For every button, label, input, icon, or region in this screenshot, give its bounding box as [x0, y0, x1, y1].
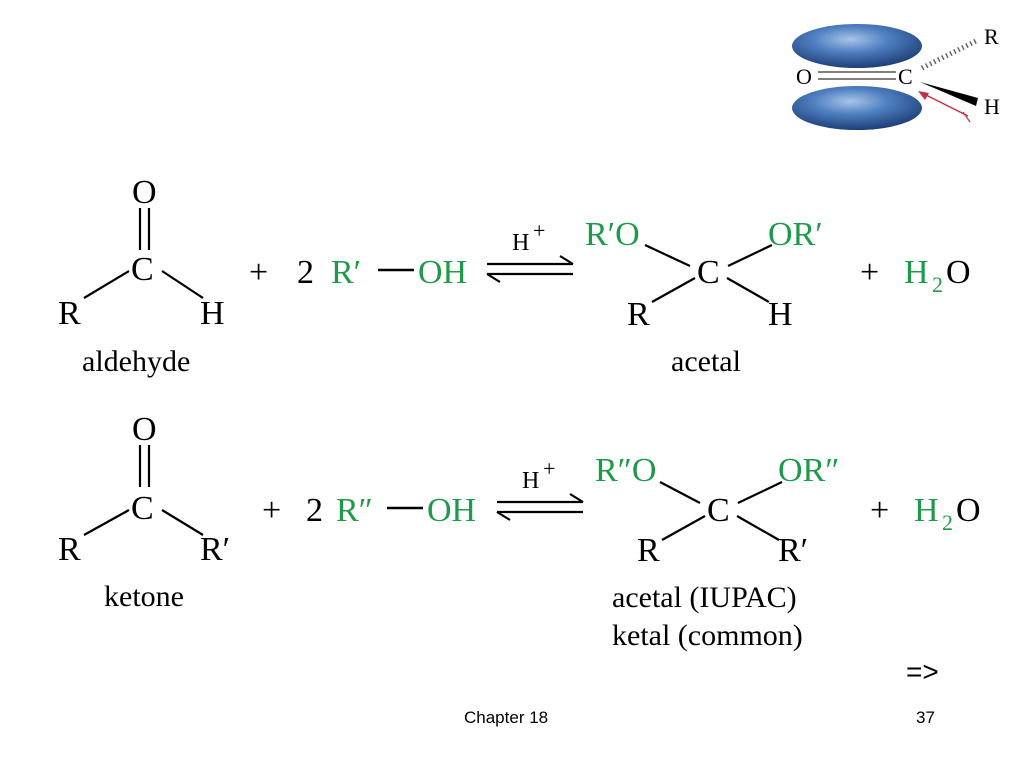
- acetal-caption: acetal: [671, 345, 741, 378]
- ketal-R: R: [637, 532, 660, 569]
- acetal-OR-left: R′O: [585, 216, 640, 253]
- orbital-C-label: C: [898, 64, 913, 89]
- reaction2-catalyst-charge: +: [543, 456, 555, 481]
- nucleophile-arrow-head: [918, 91, 929, 100]
- reaction1-water-O: O: [946, 254, 971, 291]
- reaction2-coefficient: 2: [306, 492, 323, 529]
- reaction1-plus-2: +: [860, 254, 879, 291]
- reaction2-catalyst: H: [522, 468, 539, 494]
- ketone-C: C: [131, 490, 154, 527]
- ketal-bond-R: [661, 515, 706, 541]
- ketone-R: R: [58, 531, 81, 568]
- ketone-R-prime: R′: [200, 531, 230, 568]
- orbital-hashed-bond: [920, 37, 980, 71]
- ketone-bond-R: [83, 509, 130, 536]
- pi-orbital-top-lobe: [792, 24, 922, 68]
- ketone-bond-R-prime: [161, 509, 204, 536]
- acetal-bond-H: [726, 277, 770, 303]
- ketal-caption-common: ketal (common): [612, 619, 803, 652]
- acetal-bond-R: [651, 277, 696, 303]
- reaction1-reverse-barb: [486, 273, 501, 283]
- ketal-bond-OR-left: [659, 481, 701, 504]
- reaction1-catalyst-charge: +: [533, 218, 545, 243]
- reaction2-plus-2: +: [870, 492, 889, 529]
- aldehyde-bond-R: [83, 270, 130, 299]
- acetal-H: H: [768, 296, 793, 333]
- aldehyde-bond-H: [161, 270, 204, 299]
- ketal-C: C: [707, 492, 730, 529]
- aldehyde-C: C: [131, 251, 154, 288]
- acetal-C: C: [697, 254, 720, 291]
- reaction2-reverse-barb: [496, 511, 511, 521]
- reaction1-coefficient: 2: [297, 254, 314, 291]
- attack-arrow-tick: [962, 111, 971, 123]
- ketal-OR-right: OR″: [778, 452, 839, 489]
- ketone-O: O: [132, 411, 157, 448]
- ketal-OR-left: R″O: [595, 452, 656, 489]
- ketone-caption: ketone: [104, 580, 184, 613]
- reaction2-forward-barb: [569, 493, 584, 503]
- reaction2-alcohol-OH: OH: [427, 492, 476, 529]
- acetal-bond-OR-right: [727, 244, 773, 267]
- orbital-O-label: O: [796, 64, 812, 89]
- aldehyde-O: O: [132, 174, 157, 211]
- reaction2-water-H: H: [914, 492, 939, 529]
- acetal-bond-OR-left: [644, 244, 691, 267]
- ketal-bond-OR-right: [737, 481, 783, 504]
- reaction2-water-sub: 2: [942, 510, 953, 535]
- acetal-R: R: [627, 296, 650, 333]
- reaction1-plus-1: +: [249, 254, 268, 291]
- reaction2-alcohol-R: R″: [336, 492, 373, 529]
- ketal-R-prime: R′: [778, 532, 808, 569]
- carbonyl-pi-orbital-figure: O C R H: [792, 24, 1000, 130]
- reaction-1-aldehyde: O C R H aldehyde + 2 R′ OH H + R′O OR′: [58, 174, 971, 378]
- ketal-caption-iupac: acetal (IUPAC): [612, 581, 797, 614]
- aldehyde-caption: aldehyde: [82, 345, 190, 378]
- aldehyde-H: H: [200, 295, 225, 332]
- orbital-wedge-bond: [920, 82, 978, 106]
- orbital-H-label: H: [984, 94, 1000, 119]
- aldehyde-R: R: [58, 295, 81, 332]
- reaction1-water-H: H: [904, 254, 929, 291]
- reaction1-water-sub: 2: [932, 272, 943, 297]
- reaction1-alcohol-R: R′: [331, 254, 361, 291]
- reaction2-water-O: O: [956, 492, 981, 529]
- pi-orbital-bottom-lobe: [792, 86, 922, 130]
- nucleophile-attack-arrow: [919, 91, 969, 117]
- footer-chapter: Chapter 18: [464, 708, 549, 727]
- next-slide-link[interactable]: =>: [906, 656, 939, 687]
- reaction1-catalyst: H: [512, 230, 529, 256]
- reaction1-forward-barb: [559, 255, 574, 265]
- footer-page-number: 37: [916, 708, 935, 727]
- ketal-bond-R-prime: [736, 515, 780, 541]
- reaction2-plus-1: +: [262, 492, 281, 529]
- acetal-OR-right: OR′: [768, 216, 823, 253]
- orbital-R-label: R: [984, 24, 999, 49]
- reaction-2-ketone: O C R R′ ketone + 2 R″ OH H + R″O OR″: [58, 411, 981, 652]
- reaction1-alcohol-OH: OH: [418, 254, 467, 291]
